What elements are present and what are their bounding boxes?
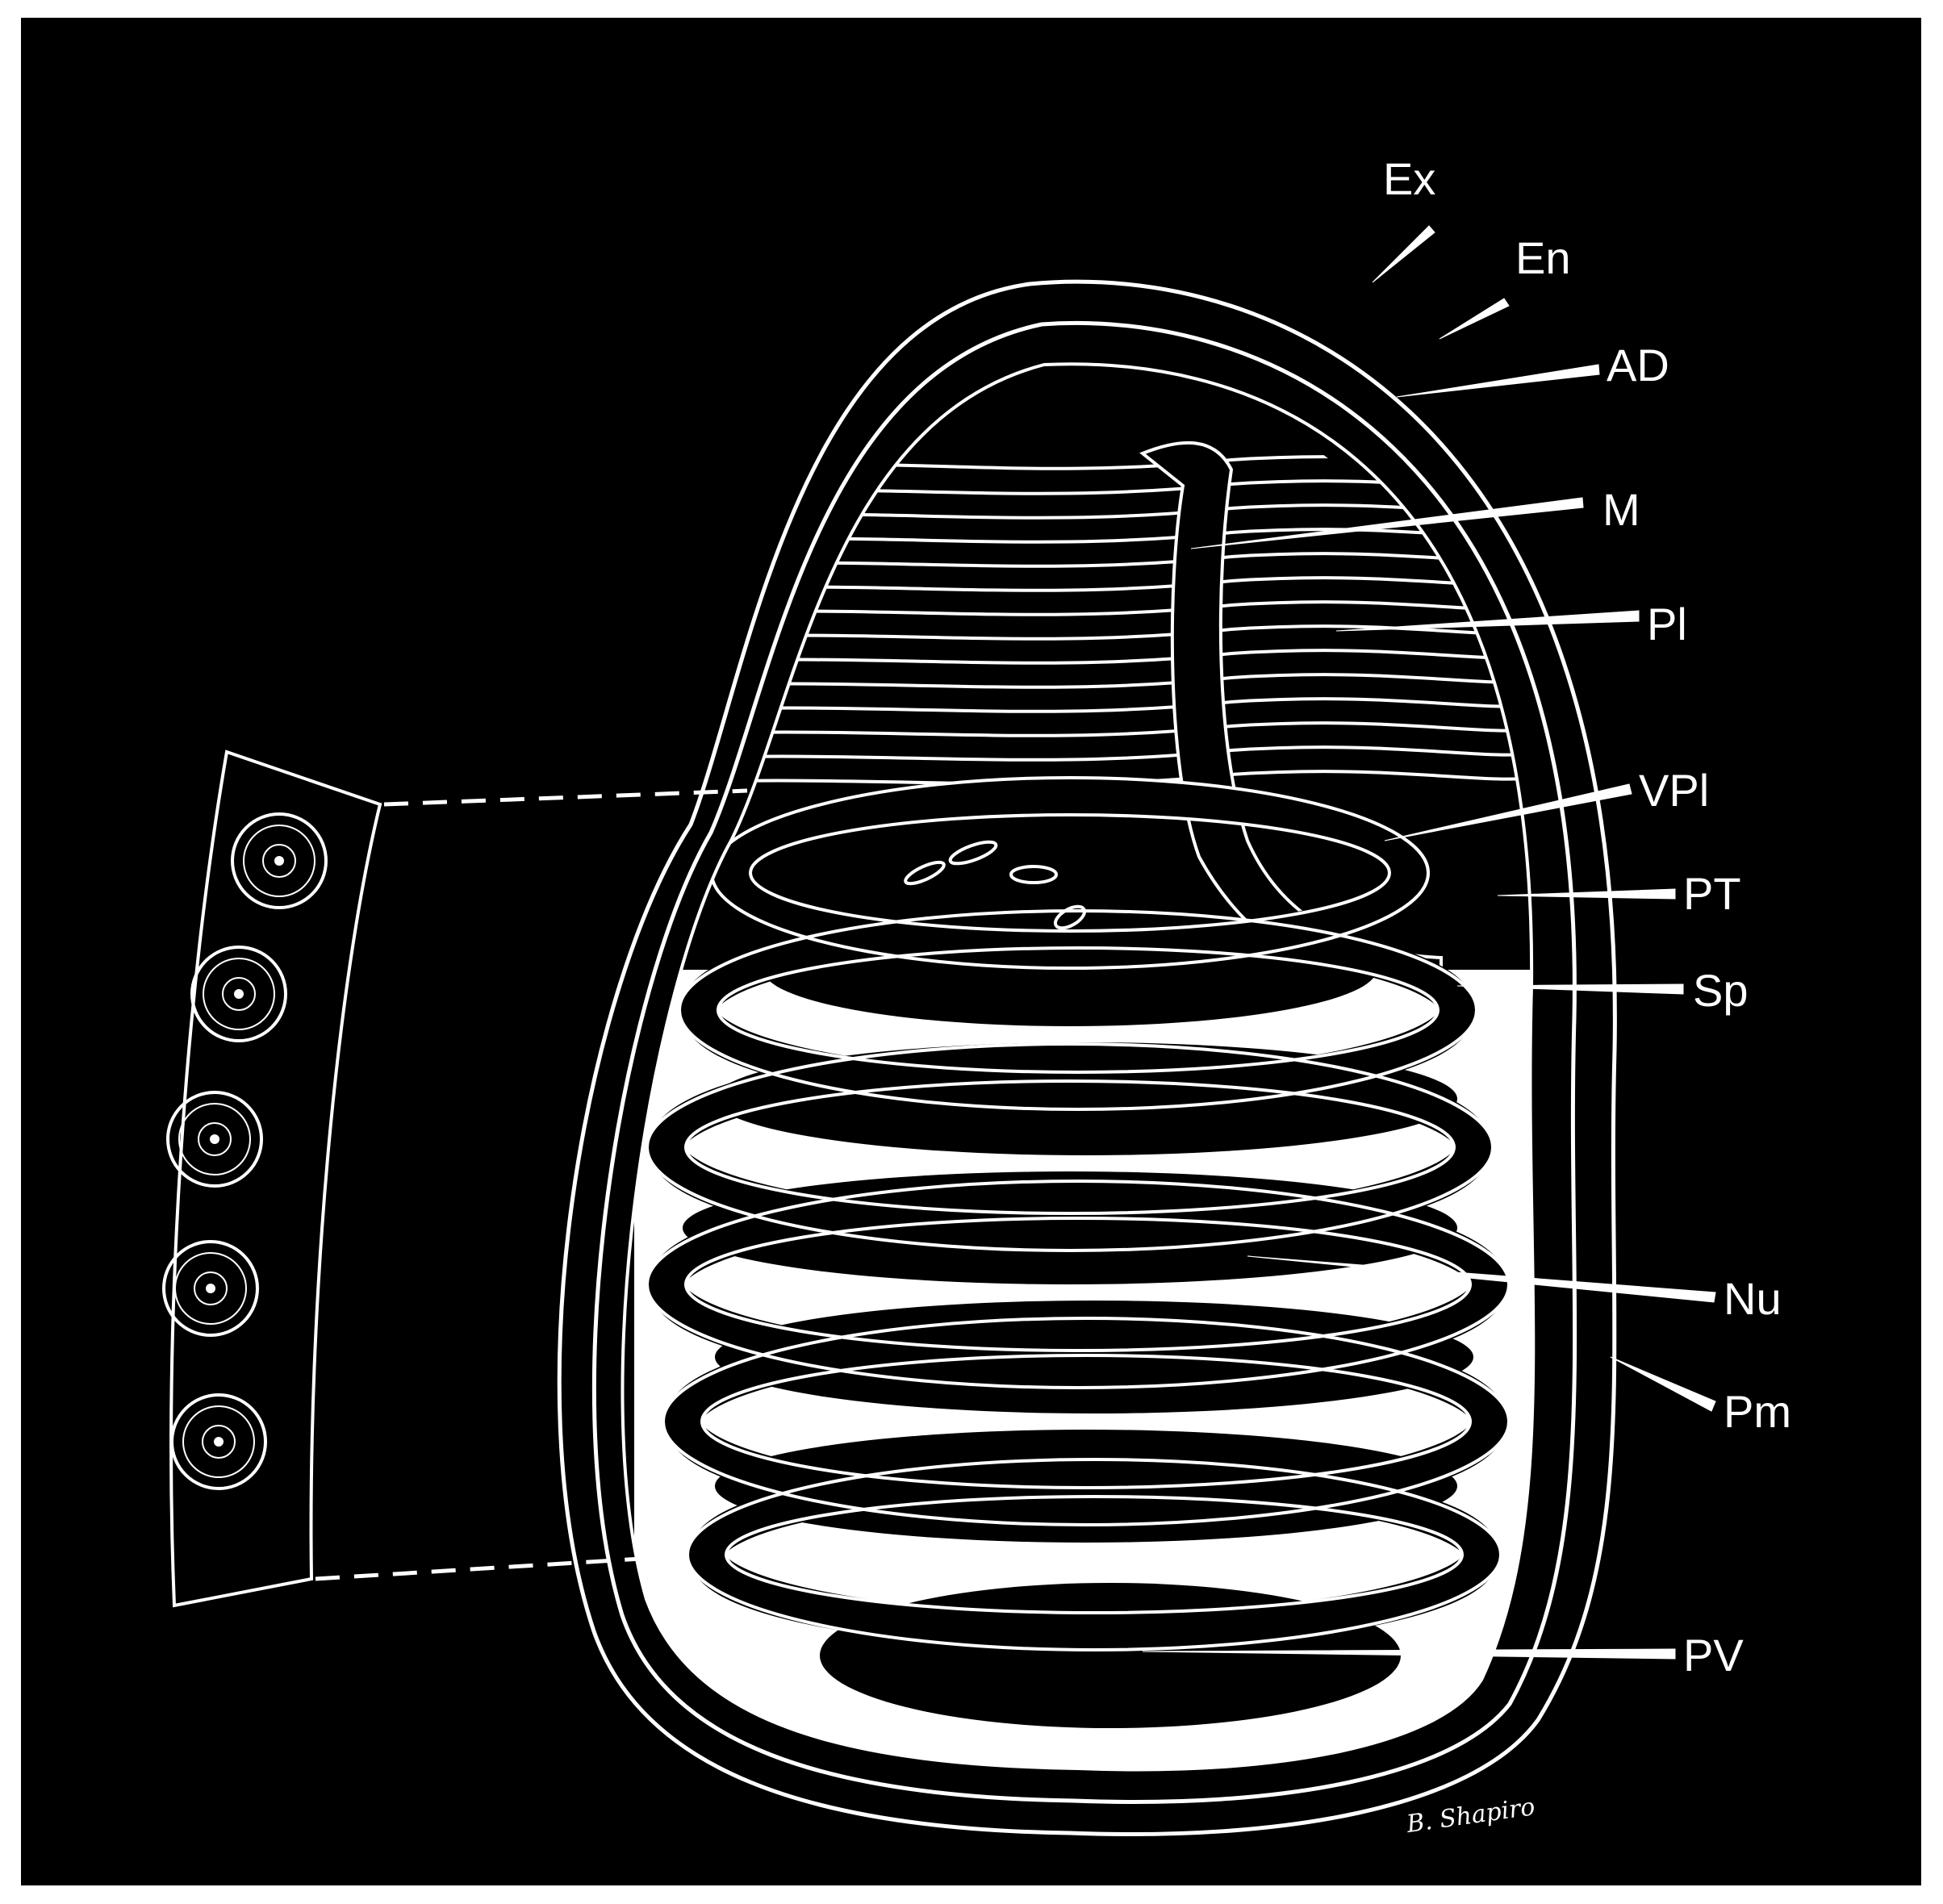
leader-pm bbox=[1610, 1356, 1716, 1412]
leader-pv bbox=[1142, 1648, 1676, 1660]
label-sp: Sp bbox=[1693, 965, 1749, 1016]
label-ad: AD bbox=[1607, 340, 1669, 390]
spiral-thread bbox=[649, 779, 1507, 1649]
leader-sp bbox=[1456, 983, 1684, 995]
leader-pt bbox=[1497, 888, 1676, 900]
label-en: En bbox=[1515, 232, 1571, 283]
label-pl: Pl bbox=[1647, 599, 1687, 649]
leader-vpl bbox=[1384, 783, 1632, 841]
cell-interior bbox=[625, 392, 1534, 1770]
inset-circle-2 bbox=[190, 946, 287, 1042]
inset-circle-3 bbox=[166, 1091, 263, 1188]
label-pm: Pm bbox=[1724, 1386, 1791, 1437]
leader-nu bbox=[1247, 1255, 1716, 1303]
endine-outline bbox=[591, 320, 1577, 1804]
leader-lines bbox=[1142, 225, 1716, 1660]
label-ex: Ex bbox=[1383, 153, 1436, 204]
leader-pl bbox=[1335, 610, 1640, 632]
label-vpl: VPl bbox=[1639, 765, 1710, 816]
label-m: M bbox=[1602, 484, 1640, 535]
inset-strip bbox=[162, 749, 382, 1608]
label-nu: Nu bbox=[1724, 1273, 1782, 1324]
cell-diagram bbox=[162, 225, 1716, 1836]
dashed-line-top bbox=[383, 788, 748, 807]
leader-en bbox=[1439, 298, 1510, 340]
label-pt: PT bbox=[1683, 868, 1741, 919]
figure-panel: Ex En AD M Pl VPl PT Sp Nu Pm PV B. Shap… bbox=[21, 18, 1921, 1885]
inner-outline bbox=[621, 362, 1536, 1772]
inset-circle-1 bbox=[231, 812, 328, 909]
leader-ex bbox=[1372, 225, 1435, 283]
leader-ad bbox=[1396, 364, 1600, 398]
leader-m bbox=[1190, 497, 1584, 549]
inset-circle-4 bbox=[162, 1240, 259, 1337]
label-pv: PV bbox=[1683, 1630, 1744, 1681]
exine-outline bbox=[557, 279, 1617, 1836]
inset-circle-5 bbox=[170, 1393, 267, 1490]
apical-dome bbox=[973, 392, 1498, 470]
vesicles bbox=[904, 840, 1087, 930]
